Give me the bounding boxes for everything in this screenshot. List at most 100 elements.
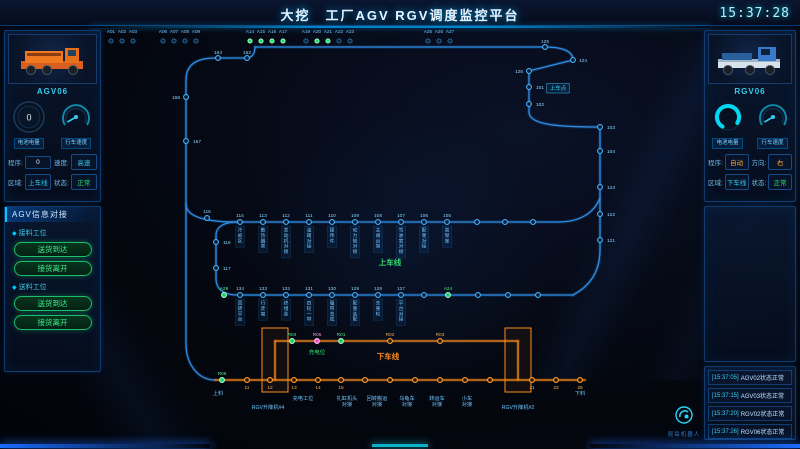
track-node xyxy=(352,219,358,225)
dock-station-label: A15 xyxy=(257,29,266,34)
station-label: 配重装配 xyxy=(353,301,358,323)
track-node-label: 116 xyxy=(223,240,231,246)
dock-station-label: A08 xyxy=(181,29,190,34)
battery-gauge: 0 xyxy=(13,101,45,133)
track-node xyxy=(462,377,468,383)
track-node-label: 23 xyxy=(553,385,559,391)
status-value: 正常 xyxy=(768,174,792,190)
track-node xyxy=(445,292,451,298)
ground-station-label: 上料 xyxy=(213,389,223,397)
station-label-box xyxy=(373,298,383,321)
track-node-label: R01 xyxy=(337,332,346,338)
dock-station-indicator xyxy=(303,38,309,44)
battery-value: 0 xyxy=(26,113,31,123)
area-label: 上车线 xyxy=(379,257,402,267)
log-row: [15:37:05]AGV02状态正常 xyxy=(708,370,792,385)
track-node-label: 162 xyxy=(243,50,251,56)
track-node-label: 110 xyxy=(328,213,336,219)
track-node-label: A24 xyxy=(444,286,453,292)
track-node xyxy=(526,84,532,90)
track-node xyxy=(291,377,297,383)
dock-station-label: A14 xyxy=(246,29,255,34)
track-node xyxy=(329,219,335,225)
track-node-label: R05 xyxy=(313,332,322,338)
feed-delivery-arrive-button[interactable]: 送货到达 xyxy=(13,296,92,311)
track-node-label: 125 xyxy=(541,39,549,45)
dock-station-label: A07 xyxy=(170,29,179,34)
station-label: 发动机对接 xyxy=(284,227,289,256)
track-node-label: 102 xyxy=(536,102,544,108)
status-label: 区域 xyxy=(8,177,23,187)
track-node-label: A29 xyxy=(220,286,229,292)
status-label: 速度 xyxy=(54,157,69,167)
status-label: 程序 xyxy=(708,157,723,167)
track-node xyxy=(526,101,532,107)
ground-station-label: 乌龟车对接 xyxy=(399,394,415,408)
agv-info-panel: AGV信息对接 ◆接料工位 送货到达 接货离开 ◆送料工位 送货到达 接货离开 xyxy=(4,206,101,372)
dock-station-indicator xyxy=(108,38,114,44)
track-node xyxy=(412,377,418,383)
station-label-box xyxy=(327,298,337,326)
ground-station-label: 回转搬运对接 xyxy=(367,394,389,408)
track-node xyxy=(437,338,443,344)
station-label: 配重对接 xyxy=(422,228,427,250)
station-label: 平台对接 xyxy=(399,301,404,323)
station-label: 履带总成 xyxy=(330,301,335,323)
station-label: 终组装 xyxy=(284,300,289,318)
track-node xyxy=(526,68,532,74)
track-node-label: 106 xyxy=(420,213,428,219)
station-label: 行走架 xyxy=(261,300,266,318)
station-label: 四轮一带 xyxy=(307,301,312,323)
feed-pickup-depart-button[interactable]: 接货离开 xyxy=(13,315,92,330)
dock-station-indicator xyxy=(119,38,125,44)
track-node-label: 111 xyxy=(305,213,313,219)
track-node xyxy=(315,377,321,383)
agv-name: AGV06 xyxy=(36,87,69,96)
log-text: RGV06状态正常 xyxy=(740,430,785,436)
area-label: 上车点 xyxy=(550,84,567,92)
track-node xyxy=(283,292,289,298)
rgv-truck-icon xyxy=(718,47,780,75)
track-node-label: 11 xyxy=(245,385,250,391)
track-node xyxy=(542,44,548,50)
diamond-bullet-icon: ◆ xyxy=(12,231,17,237)
track-node xyxy=(421,292,427,298)
receive-delivery-arrive-button[interactable]: 送货到达 xyxy=(13,242,92,257)
log-time: [15:37:15] xyxy=(712,392,739,399)
track-node xyxy=(597,237,603,243)
station-label: 主阀台架 xyxy=(376,227,381,250)
company-logo-text: 昆岳机器人 xyxy=(667,432,701,438)
track-node-label: 121 xyxy=(607,238,615,244)
dock-station-label: A22 xyxy=(335,29,344,34)
rgv-gauges xyxy=(705,98,795,136)
track-node xyxy=(530,219,536,225)
track-node-label: 112 xyxy=(282,213,290,219)
track-node-label: 101 xyxy=(536,85,544,91)
receive-station-label: ◆接料工位 xyxy=(12,230,47,237)
ground-station-label: RGV升降机#2 xyxy=(502,403,535,411)
track-node xyxy=(362,377,368,383)
station-label: 散热器类 xyxy=(261,227,266,250)
agv-status-grid: 程序0 速度高速 区域上车线 状态正常 xyxy=(8,154,97,190)
track-node-label: 127 xyxy=(397,286,405,292)
track-node-label: 132 xyxy=(282,286,290,292)
track-node xyxy=(221,292,227,298)
receive-pickup-depart-button[interactable]: 接货离开 xyxy=(13,261,92,276)
area-label-box xyxy=(546,83,570,94)
decor-bottom-bar-center xyxy=(372,444,428,447)
track-node-label: 167 xyxy=(193,139,201,145)
track-node xyxy=(183,94,189,100)
track-node-label: 107 xyxy=(397,213,405,219)
track-node-label: 122 xyxy=(607,212,615,218)
track-node xyxy=(375,219,381,225)
track-node xyxy=(375,292,381,298)
track-node-label: 109 xyxy=(351,213,359,219)
track-node xyxy=(597,211,603,217)
track-node-label: R04 xyxy=(288,332,297,338)
track-node xyxy=(487,377,493,383)
track-node-label: R03 xyxy=(436,332,445,338)
station-label-box xyxy=(350,225,360,259)
track-node xyxy=(338,338,344,344)
log-text: AGV03状态正常 xyxy=(740,394,785,400)
dock-station-label: A09 xyxy=(192,29,201,34)
